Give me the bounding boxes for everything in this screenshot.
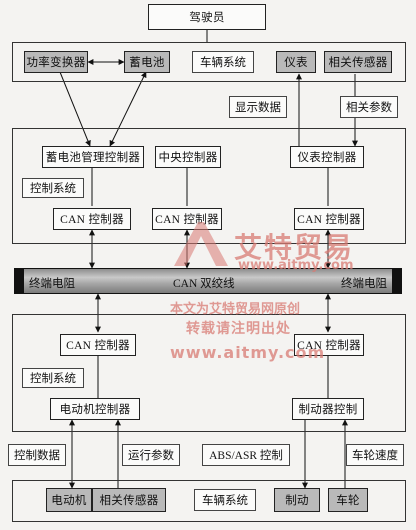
instrument-box: 仪表 [276,51,316,73]
lower-control-frame [12,314,406,432]
terminal-resistor-left: 终端电阻 [29,278,75,290]
control-system-label-upper: 控制系统 [22,178,84,198]
wheel-speed-label: 车轮速度 [346,444,404,466]
watermark-brand: 艾特贸易 [234,231,355,264]
can-bus: 终端电阻 CAN 双绞线 终端电阻 [14,268,402,294]
watermark-note-2: 转载请注明出处 [186,321,291,337]
watermark-note-1: 本文为艾特贸易网原创 [170,302,301,317]
brake-controller-box: 制动器控制 [292,398,364,420]
can-controller-lower-left: CAN 控制器 [60,334,136,356]
display-data-label: 显示数据 [229,96,287,118]
battery-box: 蓄电池 [124,51,170,73]
motor-controller-box: 电动机控制器 [50,398,140,420]
bus-left-end [15,269,24,293]
can-controller-lower-right: CAN 控制器 [294,334,364,356]
bus-right-end [392,269,401,293]
driver-box: 驾驶员 [148,4,266,30]
motor-box: 电动机 [46,488,92,512]
vehicle-system-label-top: 车辆系统 [192,51,254,73]
terminal-resistor-right: 终端电阻 [341,278,387,290]
power-converter-box: 功率变换器 [24,51,88,73]
watermark-url-1: www.aitmy.com [238,258,354,273]
related-params-label: 相关参数 [340,96,398,118]
control-system-label-lower: 控制系统 [22,368,84,388]
related-sensor-box-top: 相关传感器 [324,51,392,73]
vehicle-system-label-bottom: 车辆系统 [194,489,256,511]
wheel-box: 车轮 [328,488,368,512]
top-group-frame [12,42,406,82]
instrument-controller-box: 仪表控制器 [290,146,364,168]
related-sensor-box-bottom: 相关传感器 [92,488,166,512]
bottom-group-frame [12,480,406,522]
watermark-url-2: www.aitmy.com [170,343,326,362]
brake-box: 制动 [274,488,320,512]
abs-asr-label: ABS/ASR 控制 [202,444,290,466]
run-params-label: 运行参数 [122,444,180,466]
control-data-label: 控制数据 [8,444,66,466]
bms-controller-box: 蓄电池管理控制器 [42,146,144,168]
central-controller-box: 中央控制器 [155,146,221,168]
can-twisted-pair-label: CAN 双绞线 [173,278,235,290]
can-controller-1: CAN 控制器 [53,208,131,230]
watermark-logo-icon [174,222,228,266]
can-controller-3: CAN 控制器 [294,208,364,230]
